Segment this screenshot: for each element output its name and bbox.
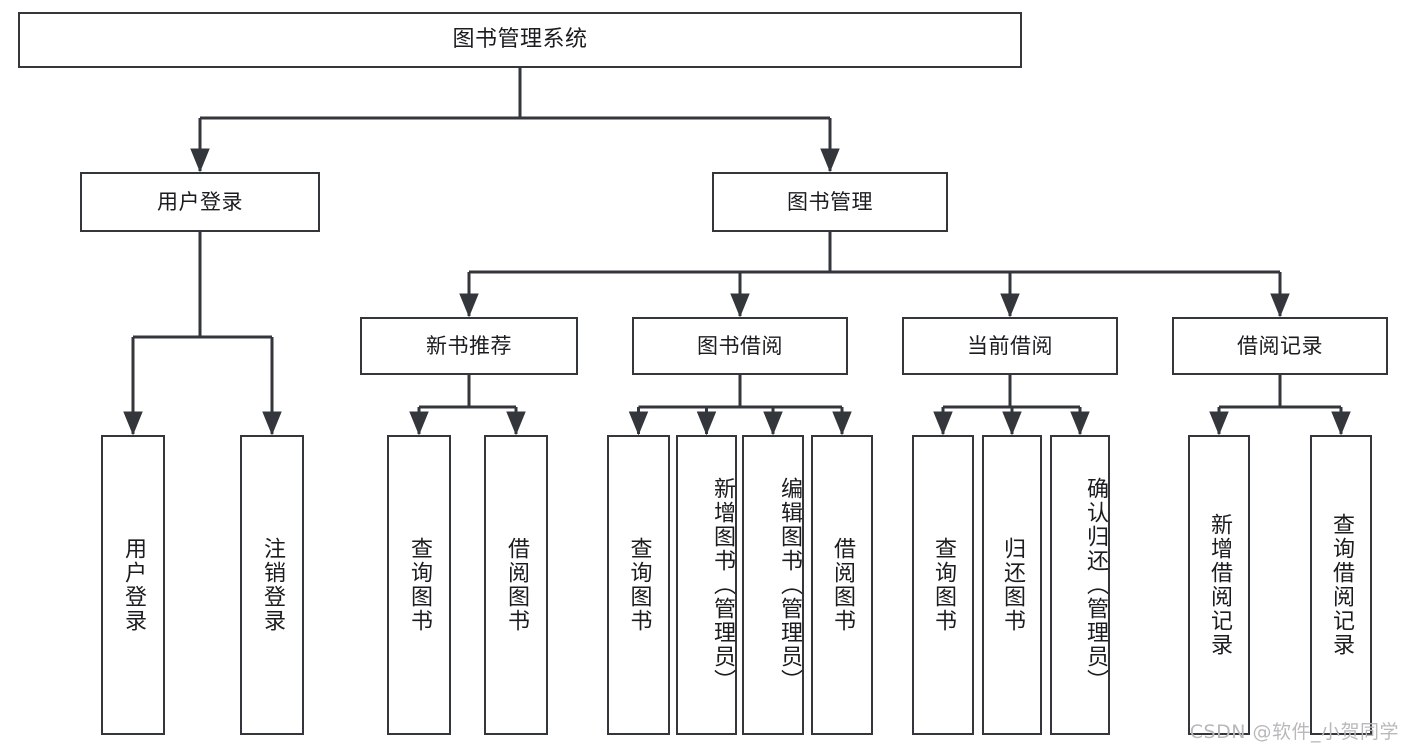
- arrowhead-leaf-query-1: [409, 411, 429, 436]
- node-label: 当前借阅: [967, 333, 1053, 358]
- node-leaf-add-rec[interactable]: 新增借阅记录: [1188, 435, 1250, 735]
- node-leaf-return[interactable]: 归还图书: [982, 435, 1042, 735]
- arrowhead-user-login: [190, 148, 210, 173]
- node-leaf-confirm[interactable]: 确认归还（管理员）: [1050, 435, 1110, 735]
- arrowhead-leaf-query-3: [933, 411, 953, 436]
- node-root[interactable]: 图书管理系统: [18, 12, 1022, 68]
- node-user-login[interactable]: 用户登录: [80, 172, 320, 232]
- node-leaf-query-rec[interactable]: 查询借阅记录: [1310, 435, 1372, 735]
- watermark-label: CSDN @软件_小贺同学: [1189, 721, 1399, 743]
- arrowhead-leaf-logout: [262, 411, 282, 436]
- node-leaf-query-2[interactable]: 查询图书: [607, 435, 670, 735]
- arrowhead-leaf-query-2: [628, 411, 649, 436]
- node-label: 查询借阅记录: [1328, 513, 1354, 657]
- node-leaf-query-1[interactable]: 查询图书: [387, 435, 451, 735]
- arrowhead-leaf-user-login: [123, 411, 143, 436]
- node-label: 图书管理: [787, 189, 873, 214]
- arrowhead-leaf-confirm: [1070, 411, 1090, 436]
- arrowhead-leaf-borrow-1: [506, 411, 526, 436]
- arrowhead-book-borrow: [730, 293, 750, 318]
- node-borrow-record[interactable]: 借阅记录: [1172, 317, 1388, 375]
- node-label: 借阅图书: [829, 537, 855, 633]
- node-label: 新增借阅记录: [1206, 513, 1232, 657]
- node-book-manage[interactable]: 图书管理: [712, 172, 948, 232]
- node-leaf-borrow-1[interactable]: 借阅图书: [484, 435, 548, 735]
- node-label: 借阅图书: [503, 537, 529, 633]
- node-label: 新书推荐: [426, 333, 512, 358]
- node-label: 查询图书: [626, 537, 652, 633]
- node-current-borrow[interactable]: 当前借阅: [902, 317, 1118, 375]
- node-label: 查询图书: [406, 537, 432, 633]
- node-label: 确认归还（管理员）: [1083, 477, 1108, 693]
- node-leaf-query-3[interactable]: 查询图书: [912, 435, 974, 735]
- node-label: 编辑图书（管理员）: [777, 477, 802, 693]
- node-leaf-edit-book[interactable]: 编辑图书（管理员）: [742, 435, 804, 735]
- arrowhead-book-manage: [820, 148, 840, 173]
- node-label: 用户登录: [157, 189, 243, 214]
- node-label: 查询图书: [930, 537, 956, 633]
- arrowhead-leaf-borrow-2: [832, 411, 852, 436]
- node-label: 新增图书（管理员）: [710, 477, 735, 693]
- node-leaf-add-book[interactable]: 新增图书（管理员）: [676, 435, 737, 735]
- node-leaf-borrow-2[interactable]: 借阅图书: [811, 435, 873, 735]
- arrowhead-new-book-rec: [459, 293, 479, 318]
- node-label: 注销登录: [259, 537, 285, 633]
- arrowhead-borrow-record: [1270, 293, 1290, 318]
- node-label: 图书管理系统: [452, 27, 588, 53]
- arrowhead-current-borrow: [1000, 293, 1020, 318]
- node-label: 用户登录: [120, 537, 146, 633]
- node-label: 归还图书: [999, 537, 1025, 633]
- arrowhead-leaf-add-rec: [1209, 411, 1229, 436]
- node-leaf-user-login[interactable]: 用户登录: [101, 435, 165, 735]
- arrowhead-leaf-edit-book: [763, 411, 783, 436]
- node-new-book-rec[interactable]: 新书推荐: [360, 317, 578, 375]
- arrowhead-leaf-add-book: [696, 411, 717, 436]
- arrowhead-leaf-return: [1002, 411, 1022, 436]
- node-label: 借阅记录: [1237, 333, 1323, 358]
- node-leaf-logout[interactable]: 注销登录: [240, 435, 304, 735]
- node-label: 图书借阅: [697, 333, 783, 358]
- arrowhead-leaf-query-rec: [1331, 411, 1351, 436]
- node-book-borrow[interactable]: 图书借阅: [632, 317, 848, 375]
